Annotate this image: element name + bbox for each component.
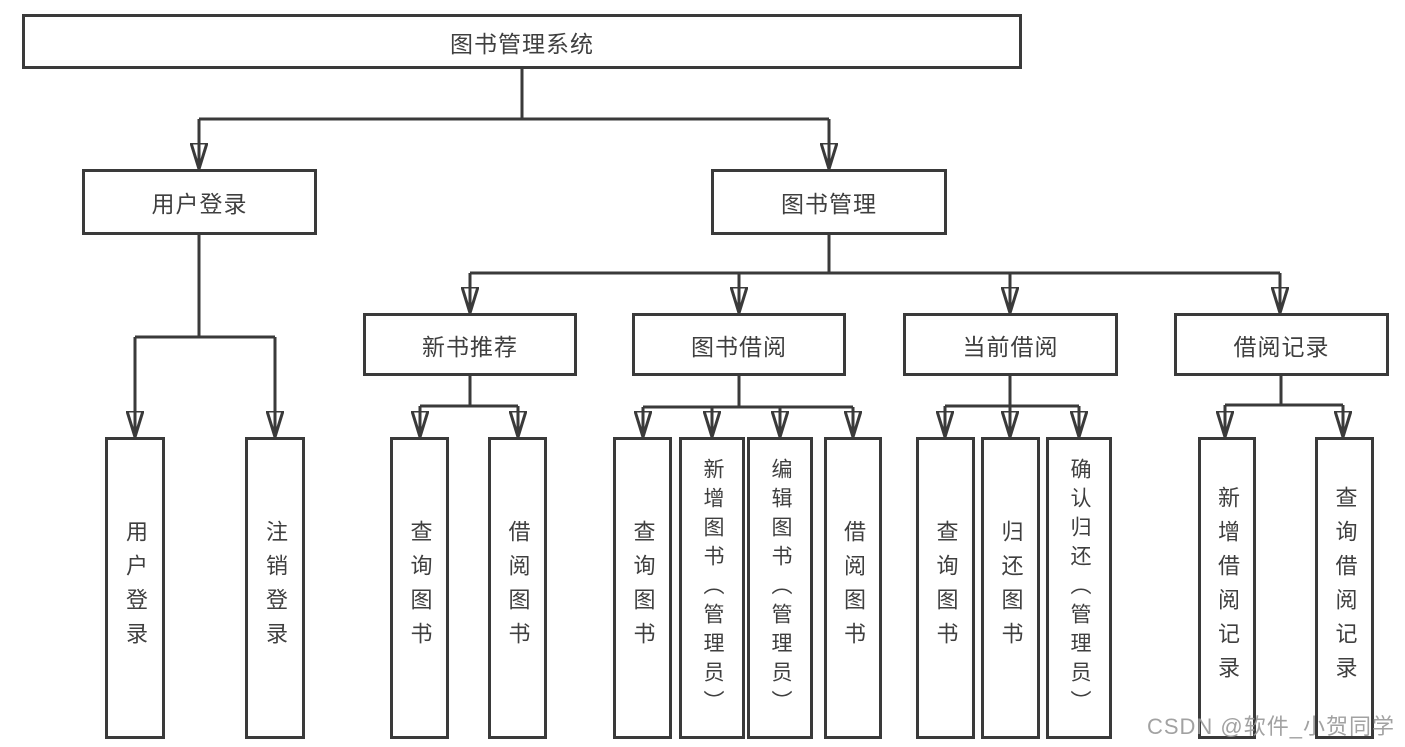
node-return-books: 归还图书 [981,437,1040,739]
node-book-borrowing: 图书借阅 [632,313,846,376]
node-borrow-books-2: 借阅图书 [824,437,882,739]
node-borrow-books-1: 借阅图书 [488,437,547,739]
node-logout: 注销登录 [245,437,305,739]
node-query-books-1: 查询图书 [390,437,449,739]
node-user-login: 用户登录 [82,169,317,235]
node-user-login-leaf: 用户登录 [105,437,165,739]
node-confirm-return-admin: 确认归还（管理员） [1046,437,1112,739]
connector-book-borrowing-children [643,376,853,437]
node-new-book-recommend: 新书推荐 [363,313,577,376]
connector-new-book-recommend-children [420,376,518,437]
node-add-borrow-record: 新增借阅记录 [1198,437,1256,739]
node-edit-books-admin: 编辑图书（管理员） [747,437,813,739]
connector-borrowing-records-children [1225,376,1343,437]
node-add-books-admin: 新增图书（管理员） [679,437,745,739]
node-borrowing-records: 借阅记录 [1174,313,1389,376]
csdn-watermark: CSDN @软件_小贺同学 [1146,714,1395,739]
connector-user-login-children [135,235,275,437]
node-current-borrowing: 当前借阅 [903,313,1118,376]
connector-root-to-level2 [199,69,829,169]
node-book-management: 图书管理 [711,169,947,235]
connector-book-management-children [470,235,1280,313]
node-query-books-3: 查询图书 [916,437,975,739]
connector-current-borrowing-children [945,376,1079,437]
node-library-management-system: 图书管理系统 [22,14,1022,69]
node-query-borrow-record: 查询借阅记录 [1315,437,1374,739]
node-query-books-2: 查询图书 [613,437,672,739]
